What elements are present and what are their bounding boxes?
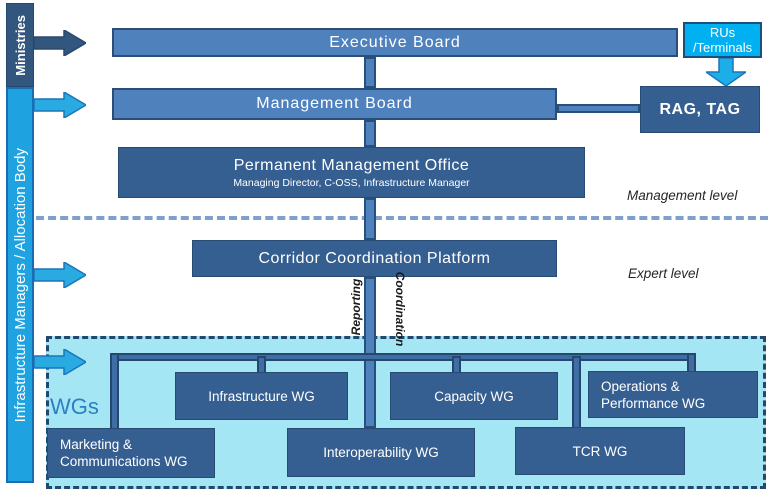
ministries-label: Ministries — [12, 14, 28, 76]
connector-mgmt-ragtag — [557, 104, 640, 113]
infrastructure-managers-sidebar: Infrastructure Managers / Allocation Bod… — [6, 87, 34, 483]
connector-pmo-ccp — [364, 198, 376, 240]
terminals-label: /Terminals — [692, 40, 753, 55]
down-arrow-icon — [706, 58, 746, 86]
operations-performance-wg-box: Operations & Performance WG — [588, 371, 758, 418]
tcr-wg-box: TCR WG — [515, 427, 685, 475]
ministries-sidebar: Ministries — [6, 3, 34, 87]
pmo-subtitle: Managing Director, C-OSS, Infrastructure… — [233, 176, 470, 189]
pmo-title: Permanent Management Office — [233, 156, 470, 174]
marketing-communications-wg-box: Marketing & Communications WG — [47, 428, 215, 478]
rus-label: RUs — [709, 25, 736, 40]
tcr-wg-label: TCR WG — [572, 443, 628, 459]
infrastructure-wg-box: Infrastructure WG — [175, 372, 348, 420]
wg-connector-bar — [110, 353, 696, 361]
infrastructure-wg-label: Infrastructure WG — [208, 388, 315, 404]
capacity-wg-box: Capacity WG — [390, 372, 558, 420]
marketing-wg-label-line1: Marketing & — [60, 437, 133, 452]
level-separator-line — [36, 216, 768, 220]
wg-drop-operations — [687, 353, 696, 373]
wg-drop-marketing — [110, 353, 119, 430]
capacity-wg-label: Capacity WG — [434, 388, 514, 404]
right-arrow-icon — [34, 262, 86, 288]
rus-terminals-box: RUs /Terminals — [683, 22, 762, 58]
operations-wg-label-line1: Operations & — [601, 378, 680, 394]
coordination-label: Coordination — [393, 271, 407, 347]
management-board-box: Management Board — [112, 88, 557, 120]
operations-wg-label-line2: Performance WG — [601, 395, 706, 411]
interoperability-wg-label: Interoperability WG — [323, 445, 439, 460]
expert-level-label: Expert level — [628, 266, 699, 281]
wg-drop-tcr — [572, 356, 581, 429]
reporting-label: Reporting — [349, 278, 363, 336]
right-arrow-icon — [34, 349, 86, 375]
rag-tag-box: RAG, TAG — [640, 86, 760, 133]
interoperability-wg-box: Interoperability WG — [287, 428, 475, 477]
permanent-management-office-box: Permanent Management Office Managing Dir… — [118, 147, 585, 198]
management-level-label: Management level — [627, 188, 738, 203]
corridor-coordination-platform-box: Corridor Coordination Platform — [192, 240, 557, 277]
executive-board-box: Executive Board — [112, 28, 678, 57]
rag-tag-label: RAG, TAG — [659, 100, 741, 118]
management-board-label: Management Board — [256, 95, 413, 112]
marketing-wg-label-line2: Communications WG — [60, 454, 188, 469]
wgs-panel-label: WGs — [50, 394, 99, 419]
right-arrow-icon — [34, 92, 86, 118]
connector-exec-mgmt — [364, 57, 376, 88]
executive-board-label: Executive Board — [329, 33, 461, 51]
right-arrow-icon — [34, 30, 86, 56]
infrastructure-managers-label: Infrastructure Managers / Allocation Bod… — [11, 147, 29, 423]
connector-mgmt-pmo — [364, 120, 376, 147]
connector-ccp-wgs — [364, 277, 376, 428]
ccp-label: Corridor Coordination Platform — [258, 249, 491, 267]
